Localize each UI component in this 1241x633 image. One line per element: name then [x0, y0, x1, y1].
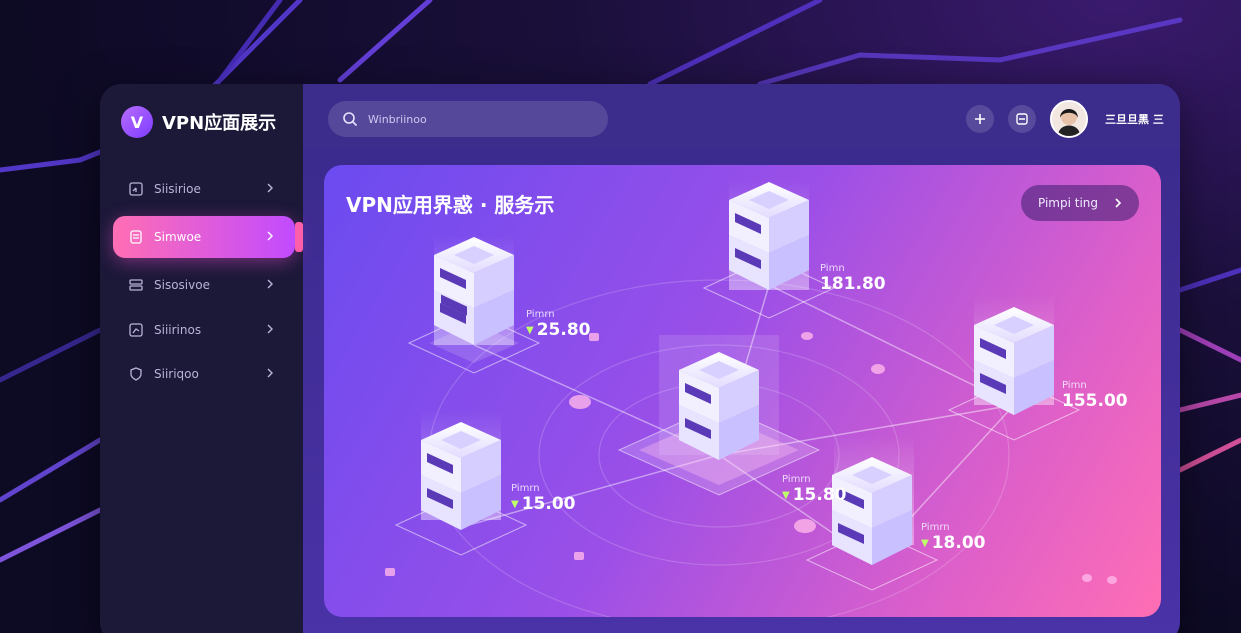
trend-up-icon: ▼: [782, 489, 790, 501]
sidebar-item-4[interactable]: Siiirinos: [113, 309, 295, 351]
chevron-right-icon: [267, 324, 273, 334]
panel-action-button[interactable]: Pimpi ting: [1021, 185, 1139, 221]
search-bar[interactable]: [328, 101, 608, 137]
sidebar-item-5[interactable]: Siiriqoo: [113, 353, 295, 395]
trend-up-icon: ▼: [511, 498, 519, 510]
server-node-center: [679, 352, 759, 460]
server-node-6: [805, 435, 939, 591]
server-node-4: [947, 295, 1081, 441]
sidebar-item-1[interactable]: Siisirioe: [113, 168, 295, 210]
server-rack-icon: [127, 276, 145, 294]
active-indicator: [295, 222, 303, 252]
metric-value: 155.00: [1062, 391, 1128, 411]
user-name[interactable]: 三旦旦黑 三: [1105, 113, 1164, 126]
trend-up-icon: ▼: [526, 324, 534, 336]
app-title: VPN应面展示: [162, 113, 277, 134]
server-metric: Pimrn ▼15.00: [511, 483, 575, 514]
sidebar-item-3[interactable]: Sisosivoe: [113, 264, 295, 306]
add-button[interactable]: [966, 105, 994, 133]
document-icon: [127, 228, 145, 246]
trend-up-icon: ▼: [921, 537, 929, 549]
sidebar-item-2[interactable]: Simwoe: [113, 216, 295, 258]
metric-label: Pimn: [820, 263, 845, 274]
sidebar-item-label: Simwoe: [154, 230, 202, 244]
metric-label: Pimrn: [782, 474, 811, 485]
main-panel: VPN应用界惑 · 服务示 Pimpi ting Pimrn ▼25.80 Pi…: [324, 165, 1161, 617]
import-icon: [127, 180, 145, 198]
metric-label: Pimrn: [511, 483, 540, 494]
network-diagram: [385, 180, 1117, 617]
sidebar-item-label: Sisosivoe: [154, 278, 210, 292]
metric-value: 25.80: [536, 320, 591, 340]
logo-mark: V: [121, 106, 153, 138]
sidebar: V VPN应面展示 Siisirioe Simwoe Sisosivoe: [100, 84, 303, 633]
chevron-right-icon: [267, 183, 273, 193]
server-metric: Pimn 181.80: [820, 263, 886, 294]
server-metric: Pimrn ▼18.00: [921, 522, 985, 553]
panel-action-label: Pimpi ting: [1038, 196, 1099, 210]
chevron-right-icon: [1115, 198, 1122, 208]
plus-icon: [975, 114, 985, 124]
notes-button[interactable]: [1008, 105, 1036, 133]
metric-label: Pimn: [1062, 380, 1087, 391]
app-logo[interactable]: V VPN应面展示: [121, 106, 276, 138]
server-node-1: [407, 235, 541, 374]
server-node-2: [702, 180, 836, 319]
user-portrait-icon: [1052, 102, 1086, 136]
server-metric: Pimrn ▼15.80: [782, 474, 846, 505]
server-metric: Pimrn ▼25.80: [526, 309, 590, 340]
clipboard-icon: [1016, 113, 1028, 125]
metric-label: Pimrn: [921, 522, 950, 533]
search-icon: [343, 112, 358, 127]
panel-title: VPN应用界惑 · 服务示: [346, 193, 555, 217]
topbar: 三旦旦黑 三: [303, 84, 1180, 148]
metric-label: Pimrn: [526, 309, 555, 320]
chevron-right-icon: [267, 279, 273, 289]
chevron-right-icon: [267, 231, 273, 241]
sidebar-item-label: Siisirioe: [154, 182, 201, 196]
shield-icon: [127, 365, 145, 383]
avatar[interactable]: [1050, 100, 1088, 138]
search-input[interactable]: [368, 112, 588, 126]
sidebar-item-label: Siiirinos: [154, 323, 202, 337]
metric-value: 18.00: [931, 533, 986, 553]
app-window: V VPN应面展示 Siisirioe Simwoe Sisosivoe: [100, 84, 1180, 633]
metric-value: 181.80: [820, 274, 886, 294]
server-node-5: [394, 410, 528, 556]
metric-value: 15.00: [521, 494, 576, 514]
chevron-right-icon: [267, 368, 273, 378]
chart-icon: [127, 321, 145, 339]
sidebar-item-label: Siiriqoo: [154, 367, 199, 381]
server-metric: Pimn 155.00: [1062, 380, 1128, 411]
metric-value: 15.80: [792, 485, 847, 505]
